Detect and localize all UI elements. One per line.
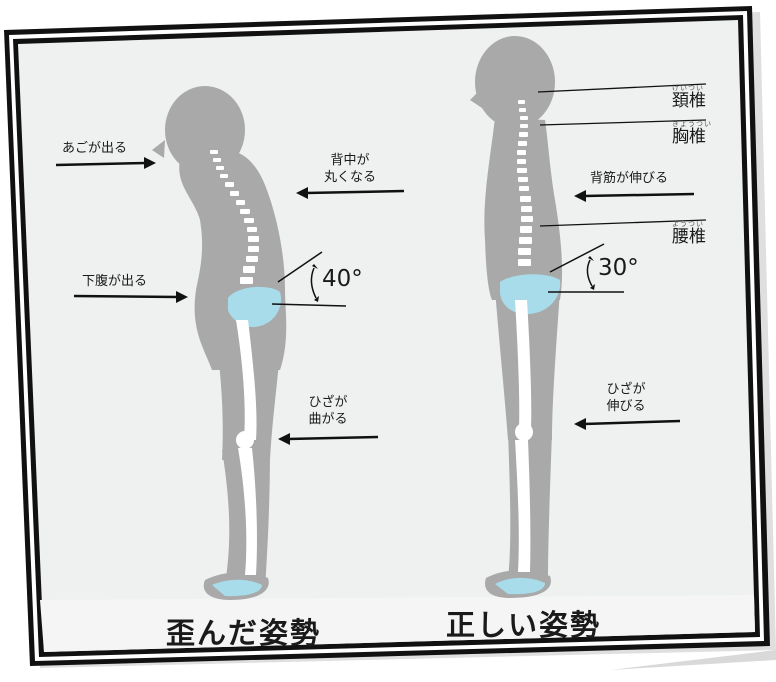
vertebra-thoracic-ruby: きょうつい xyxy=(672,120,712,128)
label-spine-extends: 背筋が伸びる xyxy=(590,171,669,186)
label-knee-bent: ひざが 曲がる xyxy=(300,394,356,428)
label-knee-bent-line1: ひざが xyxy=(308,395,348,410)
label-back: 背中が 丸くなる xyxy=(322,152,378,186)
good-posture-figure xyxy=(470,36,707,598)
label-chin: あごが出る xyxy=(62,141,128,156)
bad-posture-figure xyxy=(152,86,347,600)
vertebra-thoracic-name: 胸椎 xyxy=(672,127,706,147)
vertebra-thoracic: きょうつい 胸椎 xyxy=(672,120,712,147)
arrows xyxy=(55,157,695,445)
vertebra-lumbar-name: 腰椎 xyxy=(672,227,706,247)
label-knee-extended-line2: 伸びる xyxy=(606,399,646,414)
vertebra-cervical-name: 頚椎 xyxy=(672,91,706,111)
label-back-line2: 丸くなる xyxy=(323,170,376,185)
label-knee-bent-line2: 曲がる xyxy=(308,412,348,427)
angle-good: 30° xyxy=(598,255,639,281)
caption-bad-posture: 歪んだ姿勢 xyxy=(166,616,322,650)
label-knee-extended-line1: ひざが xyxy=(606,382,646,397)
panel-background xyxy=(18,20,755,652)
label-knee-extended: ひざが 伸びる xyxy=(598,381,654,415)
angle-bad: 40° xyxy=(322,266,363,292)
vertebra-lumbar: ようつい 腰椎 xyxy=(672,220,706,247)
caption-good-posture: 正しい姿勢 xyxy=(446,608,602,642)
vertebra-cervical: けいつい 頚椎 xyxy=(672,84,706,111)
label-belly: 下腹が出る xyxy=(82,274,148,289)
vertebra-lumbar-ruby: ようつい xyxy=(672,220,704,228)
label-back-line1: 背中が xyxy=(330,153,370,168)
vertebra-cervical-ruby: けいつい xyxy=(672,84,704,92)
